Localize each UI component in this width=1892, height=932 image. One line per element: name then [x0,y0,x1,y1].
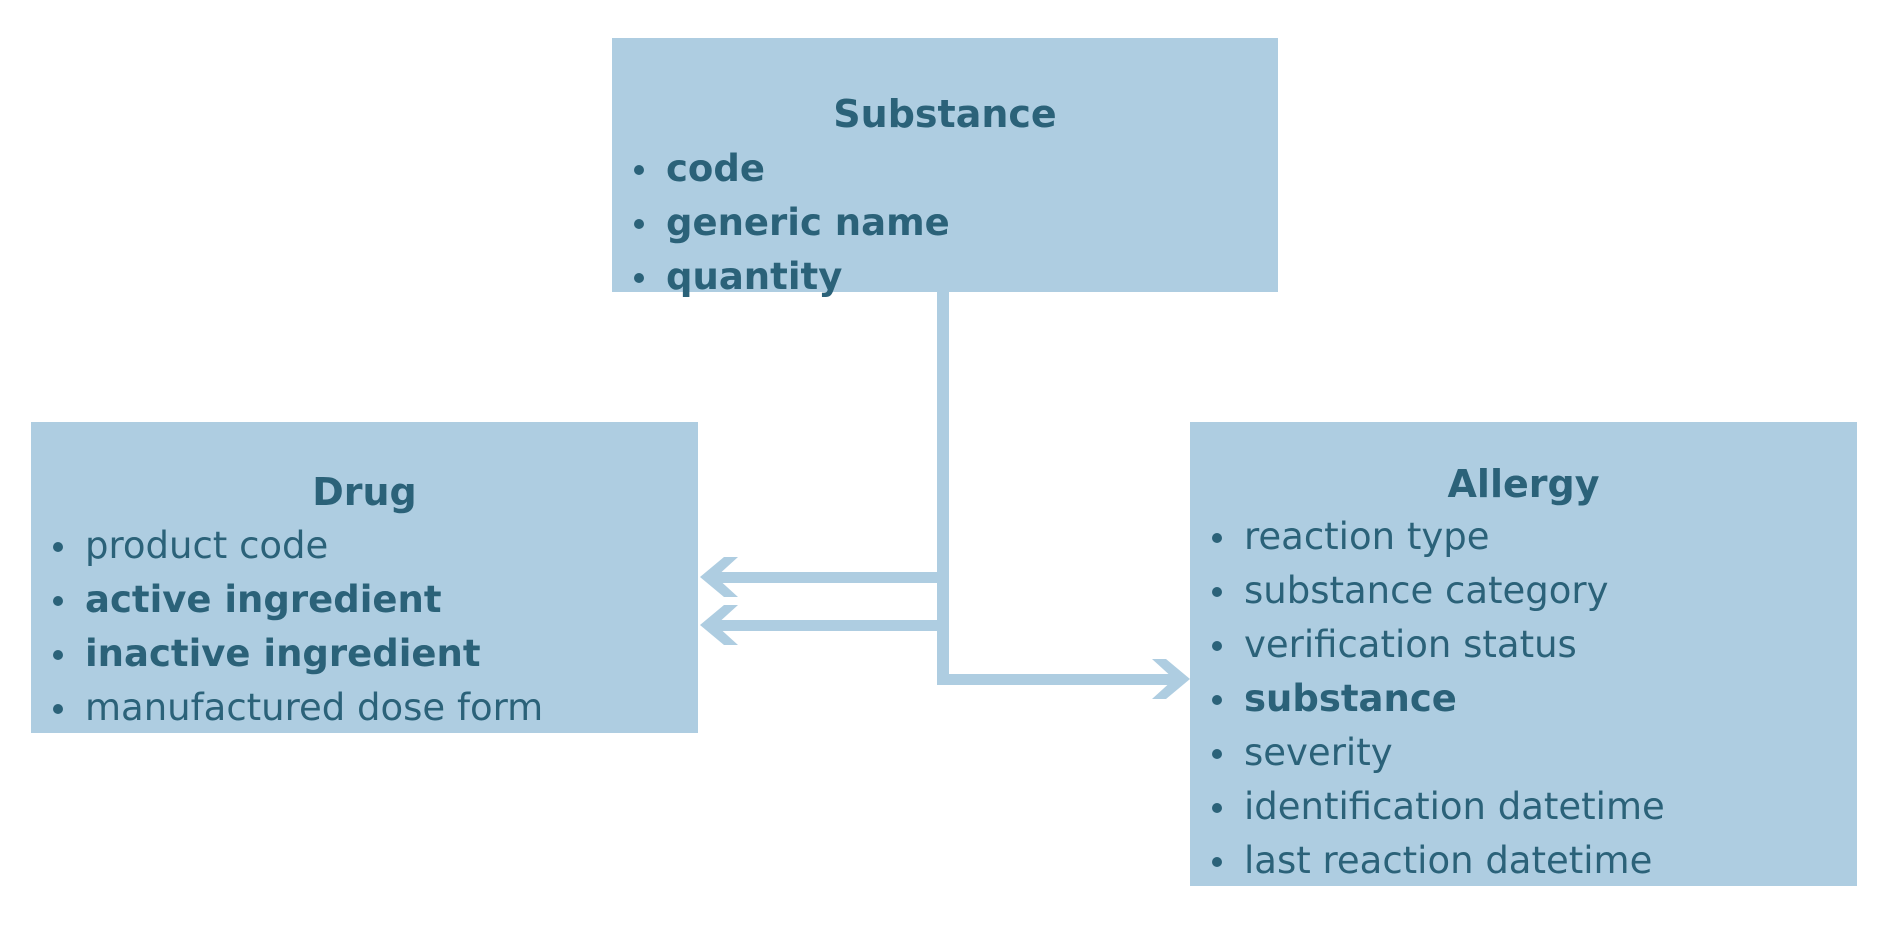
attribute-item: generic name [612,196,1278,250]
attribute-item: verification status [1190,618,1857,672]
attribute-item: substance category [1190,564,1857,618]
bullet-icon [1212,533,1222,543]
substance-attributes: code generic name quantity [612,142,1278,304]
attribute-label: manufactured dose form [85,686,544,729]
allergy-box: Allergy reaction type substance category v… [1190,422,1857,886]
bullet-icon [53,650,63,660]
attribute-label: code [666,147,765,190]
drug-attributes: product code active ingredient inactive in… [31,519,698,735]
attribute-label: quantity [666,255,843,298]
bullet-icon [53,704,63,714]
attribute-item: active ingredient [31,573,698,627]
bullet-icon [53,542,63,552]
attribute-item: substance [1190,672,1857,726]
attribute-label: severity [1244,731,1393,774]
drug-title: Drug [312,470,417,514]
attribute-item: last reaction datetime [1190,834,1857,888]
attribute-label: identification datetime [1244,785,1665,828]
bullet-icon [53,596,63,606]
bullet-icon [1212,587,1222,597]
attribute-item: product code [31,519,698,573]
bullet-icon [1212,803,1222,813]
connector-line-substance [937,674,1177,685]
trunk-line [937,292,949,685]
attribute-label: last reaction datetime [1244,839,1653,882]
bullet-icon [634,165,644,175]
attribute-label: verification status [1244,623,1577,666]
attribute-label: generic name [666,201,950,244]
attribute-item: identification datetime [1190,780,1857,834]
allergy-attributes: reaction type substance category verificat… [1190,510,1857,888]
attribute-label: product code [85,524,329,567]
connector-line-active-ingredient [712,572,949,583]
arrowhead-left-icon [700,605,738,645]
attribute-item: code [612,142,1278,196]
bullet-icon [634,273,644,283]
arrowhead-right-icon [1152,659,1190,699]
drug-box: Drug product code active ingredient inacti… [31,422,698,733]
allergy-title: Allergy [1447,462,1600,506]
attribute-item: inactive ingredient [31,627,698,681]
substance-box: Substance code generic name quantity [612,38,1278,298]
bullet-icon [1212,749,1222,759]
attribute-item: quantity [612,250,1278,304]
attribute-label: inactive ingredient [85,632,481,675]
attribute-item: severity [1190,726,1857,780]
bullet-icon [1212,695,1222,705]
attribute-label: substance [1244,677,1457,720]
bullet-icon [634,219,644,229]
attribute-item: reaction type [1190,510,1857,564]
attribute-item: manufactured dose form [31,681,698,735]
substance-title: Substance [833,92,1057,136]
bullet-icon [1212,857,1222,867]
attribute-label: substance category [1244,569,1609,612]
connector-line-inactive-ingredient [712,620,949,631]
attribute-label: active ingredient [85,578,442,621]
arrowhead-left-icon [700,557,738,597]
attribute-label: reaction type [1244,515,1490,558]
bullet-icon [1212,641,1222,651]
